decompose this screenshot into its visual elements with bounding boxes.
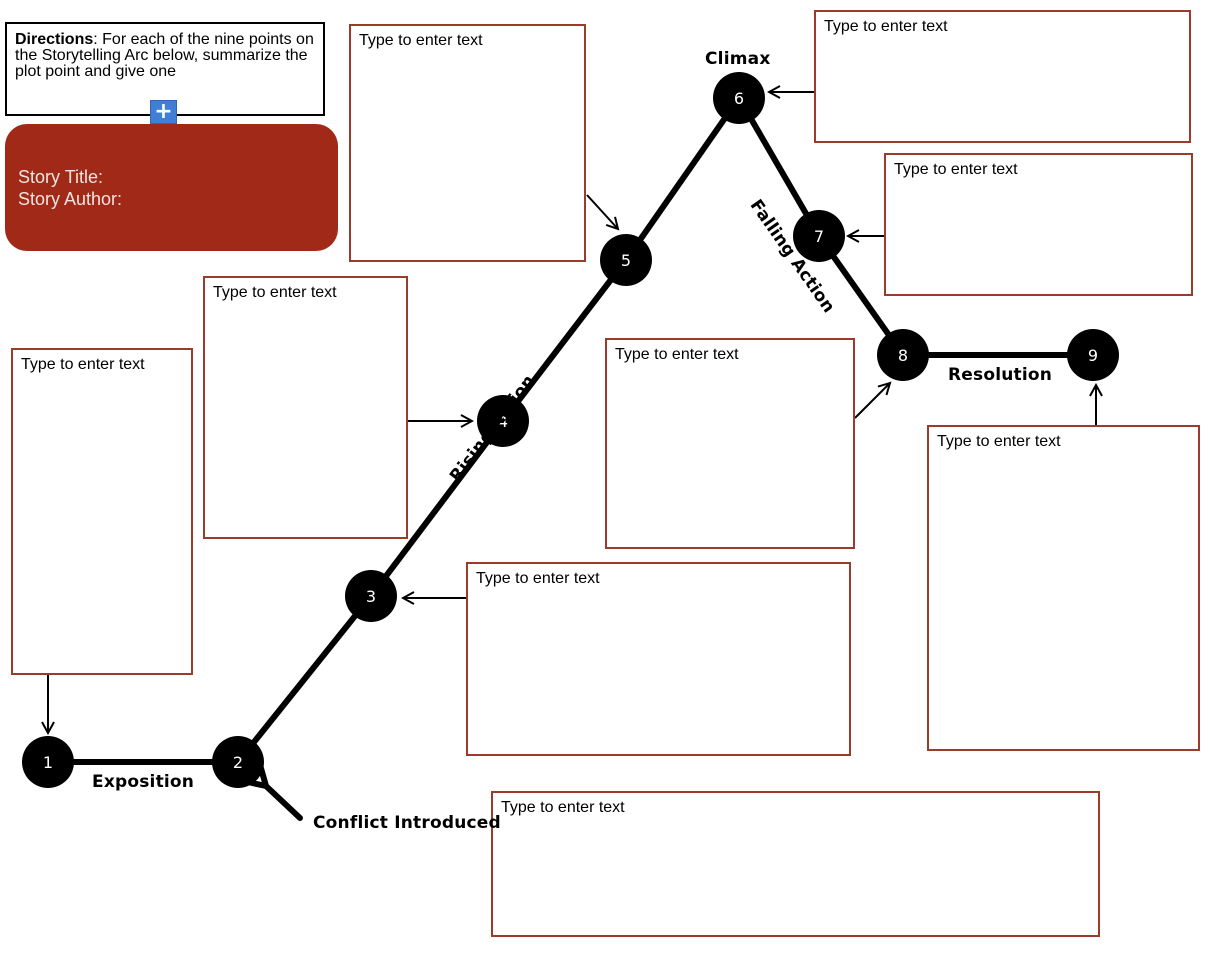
text-box-node-5[interactable]: Type to enter text	[349, 24, 586, 262]
story-author-label: Story Author:	[18, 189, 123, 209]
text-box-node-7[interactable]: Type to enter text	[884, 153, 1193, 296]
node-6: 6	[713, 72, 765, 124]
text-box-node-3[interactable]: Type to enter text	[466, 562, 851, 756]
text-box-node-4[interactable]: Type to enter text	[203, 276, 408, 539]
conflict-arrow	[266, 786, 303, 821]
label-resolution: Resolution	[948, 365, 1053, 385]
text-box-placeholder: Type to enter text	[615, 346, 739, 363]
directions-box[interactable]: Directions: For each of the nine points …	[5, 22, 325, 116]
text-box-placeholder: Type to enter text	[476, 570, 600, 587]
story-title-label: Story Title:	[18, 167, 104, 187]
node-6-number: 6	[734, 89, 744, 108]
plus-icon[interactable]: +	[150, 100, 177, 124]
text-box-placeholder: Type to enter text	[501, 799, 625, 816]
node-9: 9	[1067, 329, 1119, 381]
node-3-number: 3	[366, 587, 376, 606]
text-box-node-9[interactable]: Type to enter text	[927, 425, 1200, 751]
text-box-placeholder: Type to enter text	[359, 32, 483, 49]
text-box-placeholder: Type to enter text	[21, 356, 145, 373]
text-box-placeholder: Type to enter text	[824, 18, 948, 35]
text-box-node-2[interactable]: Type to enter text	[491, 791, 1100, 937]
text-box-placeholder: Type to enter text	[213, 284, 337, 301]
node-2: 2	[212, 736, 264, 788]
label-conflict-introduced: Conflict Introduced	[313, 813, 501, 833]
story-info-card[interactable]: Story Title: Story Author:	[5, 124, 338, 251]
directions-lead: Directions	[15, 31, 94, 48]
node-3: 3	[345, 570, 397, 622]
node-5-number: 5	[621, 251, 631, 270]
node-8-number: 8	[898, 346, 908, 365]
label-climax: Climax	[705, 49, 771, 69]
text-box-node-6[interactable]: Type to enter text	[814, 10, 1191, 143]
text-box-placeholder: Type to enter text	[937, 433, 1061, 450]
plus-symbol: +	[154, 99, 173, 124]
node-7-number: 7	[814, 227, 824, 246]
label-exposition: Exposition	[92, 772, 195, 792]
directions-text: : For each of the nine points on the Sto…	[15, 31, 314, 80]
node-4-number: 4	[498, 412, 508, 431]
arrow-to-node-5	[586, 194, 618, 229]
node-8: 8	[877, 329, 929, 381]
node-1-number: 1	[43, 753, 53, 772]
node-9-number: 9	[1088, 346, 1098, 365]
text-box-node-1[interactable]: Type to enter text	[11, 348, 193, 675]
arrow-to-node-8	[854, 383, 890, 419]
node-4: 4	[477, 395, 529, 447]
text-box-placeholder: Type to enter text	[894, 161, 1018, 178]
node-2-number: 2	[233, 753, 243, 772]
node-1: 1	[22, 736, 74, 788]
node-7: 7	[793, 210, 845, 262]
node-5: 5	[600, 234, 652, 286]
text-box-node-8[interactable]: Type to enter text	[605, 338, 855, 549]
